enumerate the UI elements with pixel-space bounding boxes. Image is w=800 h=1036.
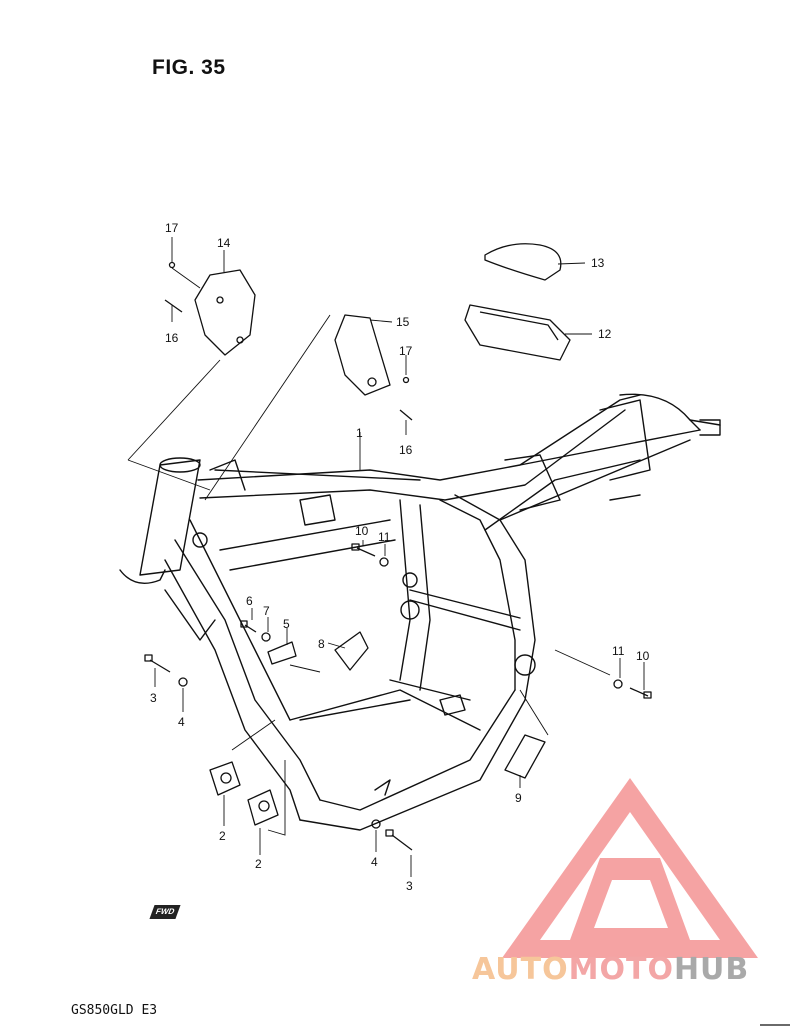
callout-17a: 17 [165,221,179,235]
callout-4b: 4 [371,855,378,869]
callout-15: 15 [396,315,410,329]
callout-4a: 4 [178,715,185,729]
callout-16b: 16 [399,443,413,457]
callout-10b: 10 [636,649,650,663]
callout-2b: 2 [255,857,262,871]
callout-11a: 11 [378,530,391,544]
callout-10a: 10 [355,524,369,538]
callout-labels: 1 2 2 3 3 4 4 5 6 7 8 9 10 10 11 11 12 1… [150,221,650,893]
callout-3b: 3 [406,879,413,893]
parts [144,243,652,851]
callout-11b: 11 [612,644,625,658]
watermark-part-moto: MOTO [568,952,674,987]
callout-8: 8 [318,637,325,651]
watermark-logo [502,778,758,958]
leader-lines [127,237,645,877]
callout-16a: 16 [165,331,179,345]
callout-7: 7 [263,604,270,618]
watermark-text: AUTOMOTOHUB [472,952,792,987]
callout-6: 6 [246,594,253,608]
callout-17b: 17 [399,344,413,358]
watermark-part-hub: HUB [673,952,750,987]
fwd-arrow-icon: FWD [149,905,181,919]
callout-13: 13 [591,256,605,270]
watermark-part-auto: AUTO [472,952,569,987]
callout-12: 12 [598,327,612,341]
model-code: GS850GLD E3 [71,1003,158,1018]
callout-5: 5 [283,617,290,631]
motorcycle-frame [119,393,721,831]
callout-1: 1 [356,426,363,440]
callout-9: 9 [515,791,522,805]
figure-title: FIG. 35 [152,56,226,79]
callout-2a: 2 [219,829,226,843]
callout-14: 14 [217,236,231,250]
callout-3a: 3 [150,691,157,705]
